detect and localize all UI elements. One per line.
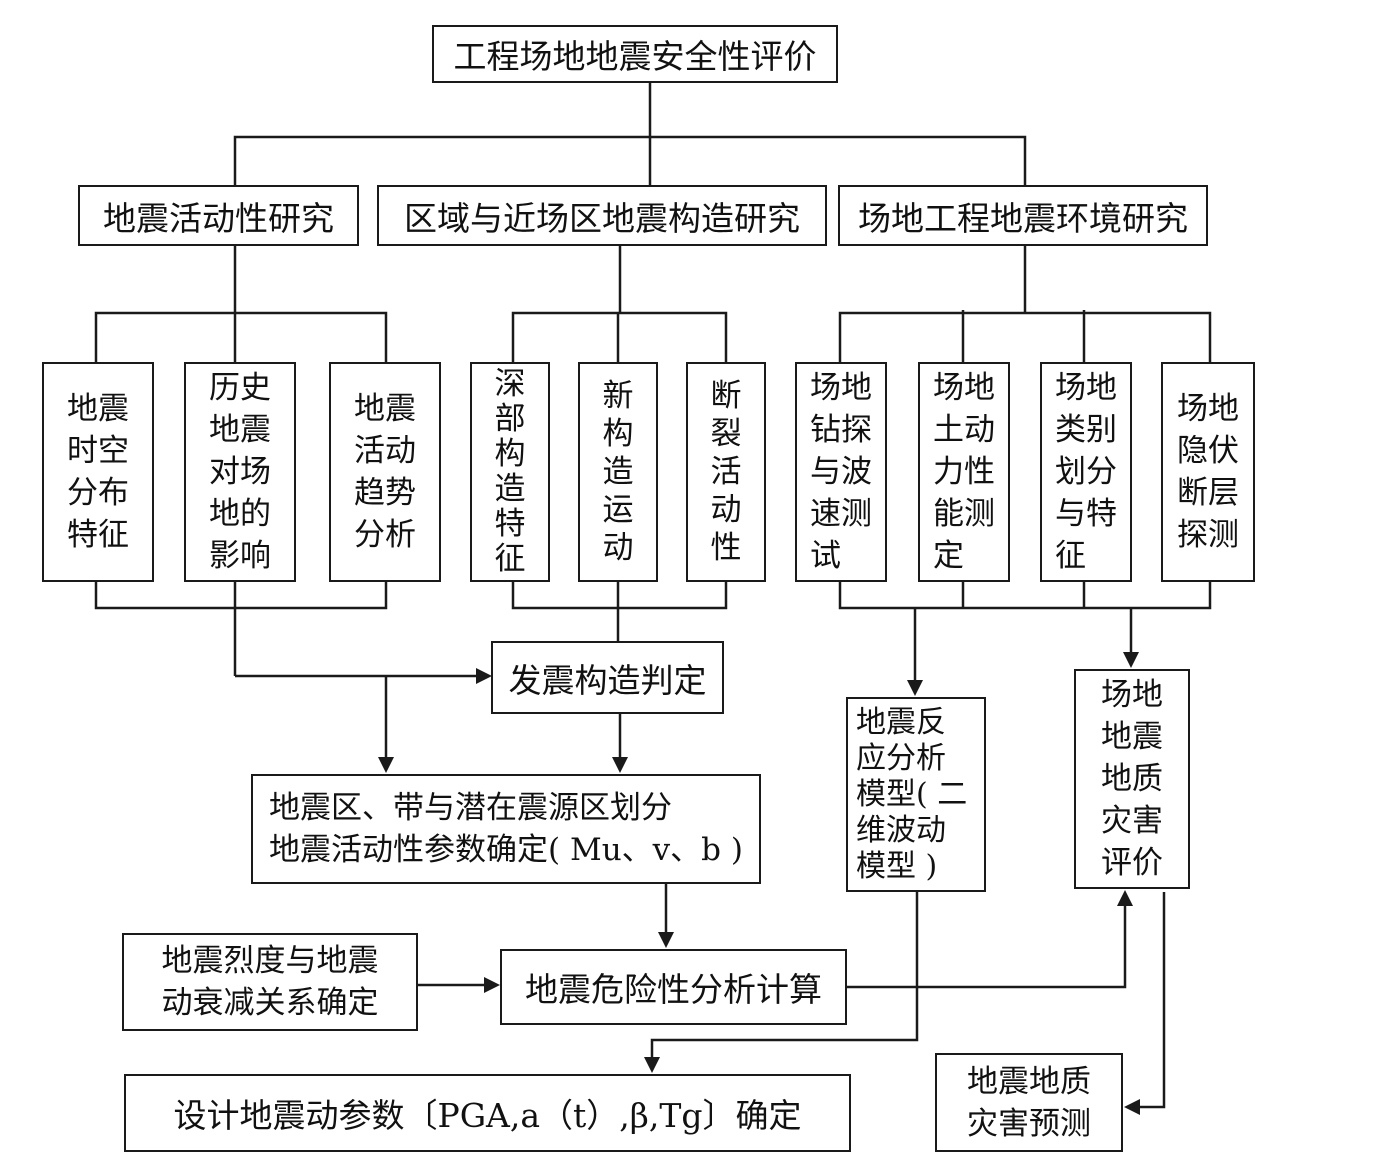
node-seismic-trend-analysis: 地震 活动 趋势 分析 (329, 362, 441, 582)
node-hazard-analysis: 地震危险性分析计算 (500, 949, 847, 1025)
node-label: 地震区、带与潜在震源区划分 地震活动性参数确定( Mu、v、b ) (269, 790, 743, 868)
node-source-zoning: 地震区、带与潜在震源区划分 地震活动性参数确定( Mu、v、b ) (251, 774, 761, 884)
node-spatiotemporal-distribution: 地震 时空 分布 特征 (42, 362, 154, 582)
arrowhead (644, 1057, 660, 1073)
node-label: 地震活动性研究 (103, 198, 334, 238)
arrow-eval-to-predict (1138, 892, 1166, 1109)
node-response-model: 地震反 应分析 模型( 二 维波动 模型 ) (846, 697, 986, 892)
node-label: 历史 地震 对场 地的 影响 (209, 370, 271, 574)
node-tectonic-study: 区域与近场区地震构造研究 (377, 185, 827, 246)
arrowhead (1117, 890, 1133, 906)
connector-seismicity-bus (94, 311, 388, 362)
node-label: 场地 钻探 与波 速测 试 (810, 370, 872, 574)
node-label: 地震危险性分析计算 (525, 970, 822, 1009)
arrowhead (1123, 652, 1139, 668)
node-geo-hazard-prediction: 地震地质 灾害预测 (935, 1053, 1123, 1152)
arrowhead (378, 757, 394, 773)
node-site-classification: 场地 类别 划分 与特 征 (1040, 362, 1132, 582)
node-label: 新 构 造 运 动 (602, 378, 634, 566)
node-fault-activity: 断 裂 活 动 性 (686, 362, 766, 582)
node-historical-earthquake-impact: 历史 地震 对场 地的 影响 (184, 362, 296, 582)
node-drilling-wave-velocity: 场地 钻探 与波 速测 试 (795, 362, 887, 582)
node-attenuation-relation: 地震烈度与地震 动衰减关系确定 (122, 933, 418, 1031)
node-label: 场地 隐伏 断层 探测 (1177, 391, 1239, 553)
node-label: 深 部 构 造 特 征 (494, 366, 526, 577)
node-design-ground-motion: 设计地震动参数〔PGA,a（t）,β,Tg〕确定 (124, 1074, 851, 1152)
title-node: 工程场地地震安全性评价 (432, 25, 838, 83)
connector-level1-bus (233, 135, 1027, 187)
arrowhead (658, 932, 674, 948)
arrowhead (612, 757, 628, 773)
node-label: 发震构造判定 (508, 660, 707, 700)
arrowhead (1124, 1099, 1140, 1115)
arrowhead (476, 668, 492, 684)
arrow-response-to-design (650, 890, 919, 1058)
node-deep-structure: 深 部 构 造 特 征 (470, 362, 550, 582)
node-label: 场地 地震 地质 灾害 评价 (1101, 677, 1163, 881)
node-label: 地震 活动 趋势 分析 (354, 391, 416, 553)
node-seismogenic-structure: 发震构造判定 (491, 641, 724, 714)
node-soil-dynamic-properties: 场地 土动 力性 能测 定 (918, 362, 1010, 582)
node-label: 场地 土动 力性 能测 定 (933, 370, 995, 574)
connector-tectonic-bottom-bus (511, 581, 728, 610)
connector-tectonic-bus (511, 311, 728, 362)
node-label: 场地 类别 划分 与特 征 (1055, 370, 1117, 574)
connector-seismicity-bottom-bus (94, 581, 388, 610)
node-site-environment-study: 场地工程地震环境研究 (838, 185, 1208, 246)
connector-siteenv-bottom-bus (838, 581, 1212, 610)
node-label: 地震烈度与地震 动衰减关系确定 (161, 943, 379, 1021)
node-buried-fault-detection: 场地 隐伏 断层 探测 (1161, 362, 1255, 582)
node-label: 区域与近场区地震构造研究 (404, 198, 800, 238)
node-neotectonic-movement: 新 构 造 运 动 (578, 362, 658, 582)
title-label: 工程场地地震安全性评价 (453, 37, 817, 76)
node-label: 断 裂 活 动 性 (710, 378, 742, 566)
arrowhead (484, 977, 500, 993)
node-label: 场地工程地震环境研究 (858, 198, 1188, 238)
node-geo-hazard-evaluation: 场地 地震 地质 灾害 评价 (1074, 669, 1190, 889)
arrowhead (907, 680, 923, 696)
node-label: 地震 时空 分布 特征 (67, 391, 129, 553)
node-label: 地震地质 灾害预测 (967, 1063, 1091, 1142)
node-label: 地震反 应分析 模型( 二 维波动 模型 ) (856, 704, 968, 884)
arrow-calc-to-hazard-eval (846, 906, 1127, 989)
connector-siteenv-bus (838, 311, 1212, 362)
node-label: 设计地震动参数〔PGA,a（t）,β,Tg〕确定 (173, 1096, 802, 1135)
node-seismicity-study: 地震活动性研究 (78, 185, 359, 246)
